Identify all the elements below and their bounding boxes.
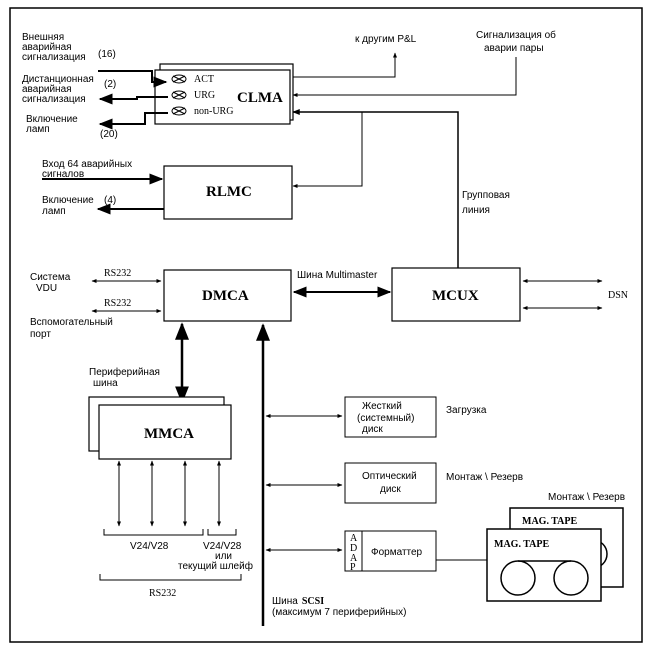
label-vdu-0: Система [30,272,71,283]
label-remote_alarm-2: сигнализация [22,94,86,105]
ext-alarm-label: Внешняя аварийная сигнализация [22,32,86,63]
mmca-title: MMCA [144,426,194,442]
label-v24_2-0: V24/V28 [203,541,242,552]
label-alarm_inputs-0: Вход 64 аварийных [42,159,132,170]
clma-nonurg-label: non-URG [194,106,233,117]
label-scsi_bus: Шина [272,596,298,607]
outer-frame [9,7,643,643]
lamps-clma-arrow [98,112,168,130]
lamps-rlmc-count: (4) [104,195,116,206]
label-peripheral_bus-1: шина [93,378,118,389]
label-lamps_rlmc-1: ламп [42,206,66,217]
optical-label-2: диск [380,484,401,495]
mmca-block: MMCA [88,396,232,460]
remote-alarm-count: (2) [104,79,116,90]
ext-alarm-arrow [98,70,168,88]
rlmc-block [163,165,293,220]
lamp-icon-act [171,74,187,84]
label-lamps_clma-1: ламп [26,124,50,135]
label-aux_port-0: Вспомогательный [30,317,113,328]
label-adap-0: A [350,533,358,544]
label-scsi_name: SCSI [302,596,324,607]
mcux-block [391,267,521,322]
dmca-block [163,269,292,322]
rlmc-title: RLMC [206,184,252,200]
hdd-label-2: (системный) [357,413,414,424]
label-vdu-1: VDU [36,283,57,294]
hdd-label-1: Жесткий [362,401,402,412]
vdu-label: Система VDU [30,272,71,294]
mount-reserve-label-2: Монтаж \ Резерв [548,492,625,503]
clma-urg-label: URG [194,90,215,101]
rs232-vdu-label: RS232 [104,268,131,279]
dmca-title: DMCA [202,288,249,304]
mount-reserve-label-1: Монтаж \ Резерв [446,472,523,483]
group-line-rlmc [292,112,363,188]
v24-bracket-1 [103,529,204,536]
mag-tape-back-label: MAG. TAPE [522,516,578,527]
group-line-clma [292,109,459,268]
scsi-bus-label: Шина SCSI [272,596,324,607]
v24-label-1: V24/V28 [130,541,169,552]
label-remote_alarm-0: Дистанционная [22,74,94,85]
label-ext_alarm-1: аварийная [22,42,72,53]
rs232-aux-label: RS232 [104,298,131,309]
adap-label: A D A P [350,533,358,573]
remote-alarm-arrow [98,93,168,105]
label-adap-2: A [350,553,358,564]
to-other-pl-arrow [293,52,397,78]
v24-label-2: V24/V28 или текущий шлейф [178,541,253,572]
scsi-note: (максимум 7 периферийных) [272,606,406,618]
label-remote_alarm-1: аварийная [22,84,72,95]
label-pair_alarm-0: Сигнализация об [476,29,556,41]
label-v24_2-1: или [215,551,232,562]
label-alarm_inputs-1: сигналов [42,169,84,180]
optical-label-1: Оптический [362,471,417,482]
rs232-bracket [99,574,242,581]
lamp-icon-urg [171,90,187,100]
label-v24_2-2: текущий шлейф [178,560,253,572]
alarm-inputs-label: Вход 64 аварийных сигналов [42,159,132,180]
lamps-rlmc-label: Включение ламп [42,195,94,217]
to-other-pl-label: к другим P&L [355,34,417,45]
multimaster-label: Шина Multimaster [297,270,378,281]
label-lamps_rlmc-0: Включение [42,195,94,206]
label-lamps_clma-0: Включение [26,114,78,125]
clma-act-label: ACT [194,74,214,85]
label-adap-3: P [350,562,356,573]
dsn-label: DSN [608,290,628,301]
load-label: Загрузка [446,405,487,416]
mag-tape-front: MAG. TAPE [486,528,602,602]
v24-bracket-2 [207,529,237,536]
pair-alarm-arrow [292,57,517,97]
label-pair_alarm-1: аварии пары [484,43,544,54]
label-aux_port-1: порт [30,329,51,340]
aux-port-label: Вспомогательный порт [30,317,113,340]
remote-alarm-label: Дистанционная аварийная сигнализация [22,74,94,105]
lamps-clma-label: Включение ламп [26,114,78,135]
label-group_line-1: линия [462,205,490,216]
lamps-clma-count: (20) [100,129,118,140]
group-line-label: Групповая линия [462,190,510,216]
formatter-label: Форматтер [371,547,423,558]
label-group_line-0: Групповая [462,190,510,201]
label-peripheral_bus-0: Периферийная [89,366,160,378]
formatter-block [344,530,437,572]
ext-alarm-count: (16) [98,49,116,60]
rs232-bottom-label: RS232 [149,588,176,599]
mag-tape-front-label: MAG. TAPE [494,539,550,550]
pair-alarm-label: Сигнализация об аварии пары [476,29,556,54]
optical-block [344,462,437,504]
clma-block: ACT URG non-URG CLMA [154,63,294,125]
label-ext_alarm-0: Внешняя [22,32,64,43]
hdd-label-3: диск [362,424,383,435]
peripheral-bus-label: Периферийная шина [89,366,160,389]
mcux-title: MCUX [432,288,479,304]
hdd-block [344,396,437,438]
label-adap-1: D [350,543,357,554]
clma-title: CLMA [237,90,283,106]
lamp-icon-nonurg [171,106,187,116]
label-ext_alarm-2: сигнализация [22,52,86,63]
